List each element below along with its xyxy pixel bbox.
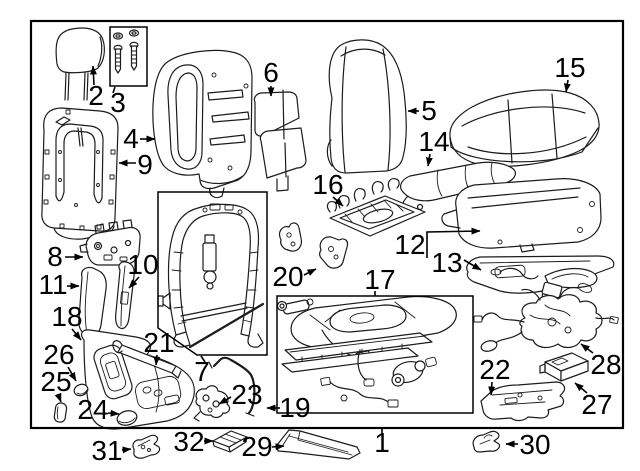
callout-leader-3 [112,86,116,94]
cushion-cover-art [441,178,602,253]
seat-back-frame-box [157,191,268,356]
callout-label-1[interactable]: 1 [374,427,390,458]
callout-label-32[interactable]: 32 [173,426,204,457]
headrest-art [55,27,105,101]
parts-artwork [41,27,619,460]
callout-leader-12 [426,227,481,258]
callout-label-12[interactable]: 12 [394,229,425,260]
callout-label-23[interactable]: 23 [231,379,262,410]
callout-leader-16 [332,196,344,207]
callout-label-25[interactable]: 25 [40,366,71,397]
callout-label-9[interactable]: 9 [137,149,153,180]
seat-back-cover-art [326,39,407,174]
callout-label-4[interactable]: 4 [123,123,139,154]
callout-leader-10 [128,276,140,289]
floor-bracket-art [480,381,566,422]
callout-label-15[interactable]: 15 [554,52,585,83]
callout-label-7[interactable]: 7 [194,356,210,387]
back-frame-shell-art [152,49,253,199]
callout-leader-23 [218,396,232,405]
callout-leader-29 [271,443,285,451]
callout-leader-14 [425,153,433,167]
callout-label-16[interactable]: 16 [312,169,343,200]
recliner-bracket-art [278,222,349,269]
callout-label-19[interactable]: 19 [279,392,310,423]
callout-label-10[interactable]: 10 [127,249,158,280]
callout-leader-18 [71,328,82,341]
callout-label-29[interactable]: 29 [241,431,272,462]
callout-label-26[interactable]: 26 [43,339,74,370]
callout-label-3[interactable]: 3 [110,87,126,118]
recliner-rod-art [208,356,256,417]
callout-label-22[interactable]: 22 [479,354,510,385]
callout-label-14[interactable]: 14 [418,126,449,157]
seat-adjuster-art [276,295,457,408]
callout-label-6[interactable]: 6 [263,57,279,88]
side-trim-11-art [78,266,107,337]
callout-leader-20 [303,268,317,276]
callout-leader-7 [200,355,206,363]
callout-label-20[interactable]: 20 [272,261,303,292]
side-shield-art [80,329,195,430]
wiring-harness-art [473,267,619,352]
callout-label-18[interactable]: 18 [51,301,82,332]
seat-back-frame-art [157,203,265,349]
callout-leader-2 [89,65,97,86]
seat-adjuster-box [276,295,474,414]
side-trim-10-art [115,261,135,330]
cap-24-art [116,410,138,426]
callout-label-5[interactable]: 5 [421,95,437,126]
callout-label-17[interactable]: 17 [364,264,395,295]
finish-strip-art [112,340,182,379]
cushion-pad-art [449,89,600,167]
back-insert-panels-art [253,89,307,192]
callout-label-13[interactable]: 13 [431,247,462,278]
small-bracket-art [132,434,161,459]
back-panel-art [41,107,119,240]
callout-leader-31 [121,446,132,454]
callout-leader-28 [580,343,594,354]
callout-label-27[interactable]: 27 [581,389,612,420]
hardware-kit-box [109,26,148,87]
callout-leader-13 [463,259,482,271]
headrest-hardware-art [112,29,140,74]
callout-label-8[interactable]: 8 [47,241,63,272]
wire-frame-art [326,178,426,237]
anchor-clip-art [472,430,501,453]
memory-module-art [539,352,589,382]
callout-leader-15 [563,79,571,93]
track-cover-art [276,429,361,460]
callout-leader-21 [153,354,161,366]
cap-25-art [53,402,68,423]
callout-label-2[interactable]: 2 [88,80,104,111]
callout-label-24[interactable]: 24 [77,394,108,425]
diagram-border [29,19,625,430]
callout-leader-25 [54,392,62,403]
callout-leader-27 [574,382,588,394]
recliner-motor-art [193,385,231,422]
callout-leader-24 [107,409,120,417]
callout-leader-22 [488,381,496,396]
module-bracket-art [79,219,141,266]
callout-leader-26 [67,366,77,382]
callout-label-21[interactable]: 21 [143,327,174,358]
callout-label-11[interactable]: 11 [38,269,67,300]
callout-label-30[interactable]: 30 [519,429,550,460]
callout-label-28[interactable]: 28 [590,349,621,380]
ribbed-spacer-art [212,430,248,453]
callout-label-31[interactable]: 31 [91,435,122,466]
cap-26-art [73,383,89,397]
